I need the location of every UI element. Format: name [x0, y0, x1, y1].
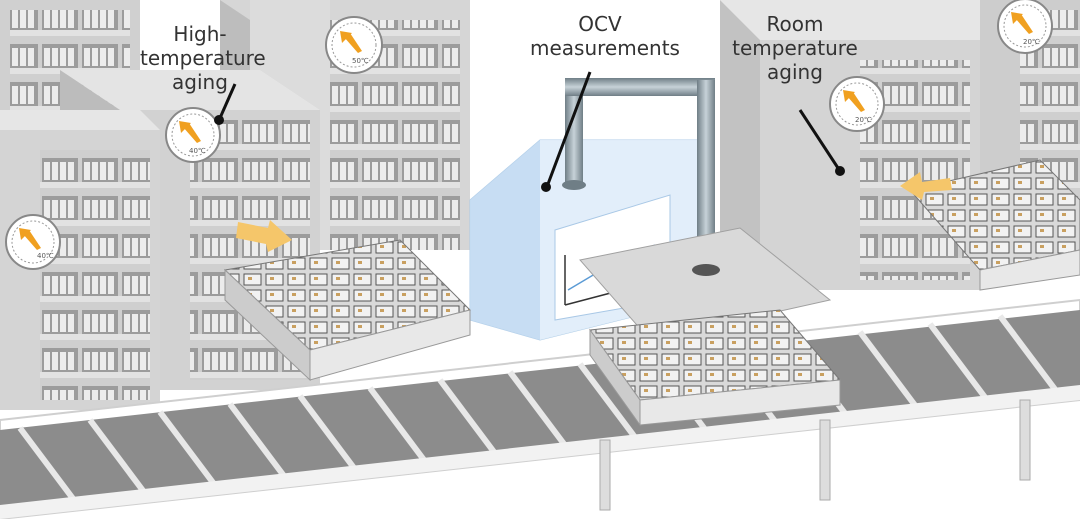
tray-right: [909, 159, 1080, 291]
gantry-pipe: [562, 78, 715, 270]
leader-high-temp: [214, 83, 237, 125]
tray-under-ocv: [589, 309, 842, 427]
gauge-icon-3: 50℃: [325, 16, 383, 74]
arrow-into-room-temp: [900, 172, 952, 200]
gauge-2-label: 40℃: [189, 147, 206, 155]
leader-ocv: [541, 71, 592, 192]
gauge-1-label: 40℃: [37, 252, 54, 260]
gauge-5-label: 20℃: [1023, 38, 1040, 46]
rack-room-temp: [720, 0, 980, 290]
gauge-3-label: 50℃: [352, 57, 369, 65]
gauge-icon-1: 40℃: [5, 214, 61, 270]
label-room-temperature-aging: Room temperature aging: [732, 12, 858, 84]
gauge-icon-4: 20℃: [829, 76, 885, 132]
rack-front-left: [0, 110, 160, 410]
label-ocv-measurements: OCV measurements: [530, 12, 680, 60]
gauge-4-label: 20℃: [855, 116, 872, 124]
leader-room-temp: [798, 109, 845, 176]
arrow-into-high-temp: [236, 220, 292, 252]
label-high-temperature-aging: High- temperature aging: [140, 22, 266, 94]
tray-left: [223, 239, 471, 382]
gauge-icon-2: 40℃: [165, 107, 221, 163]
gauge-icon-5: 20℃: [997, 0, 1053, 54]
